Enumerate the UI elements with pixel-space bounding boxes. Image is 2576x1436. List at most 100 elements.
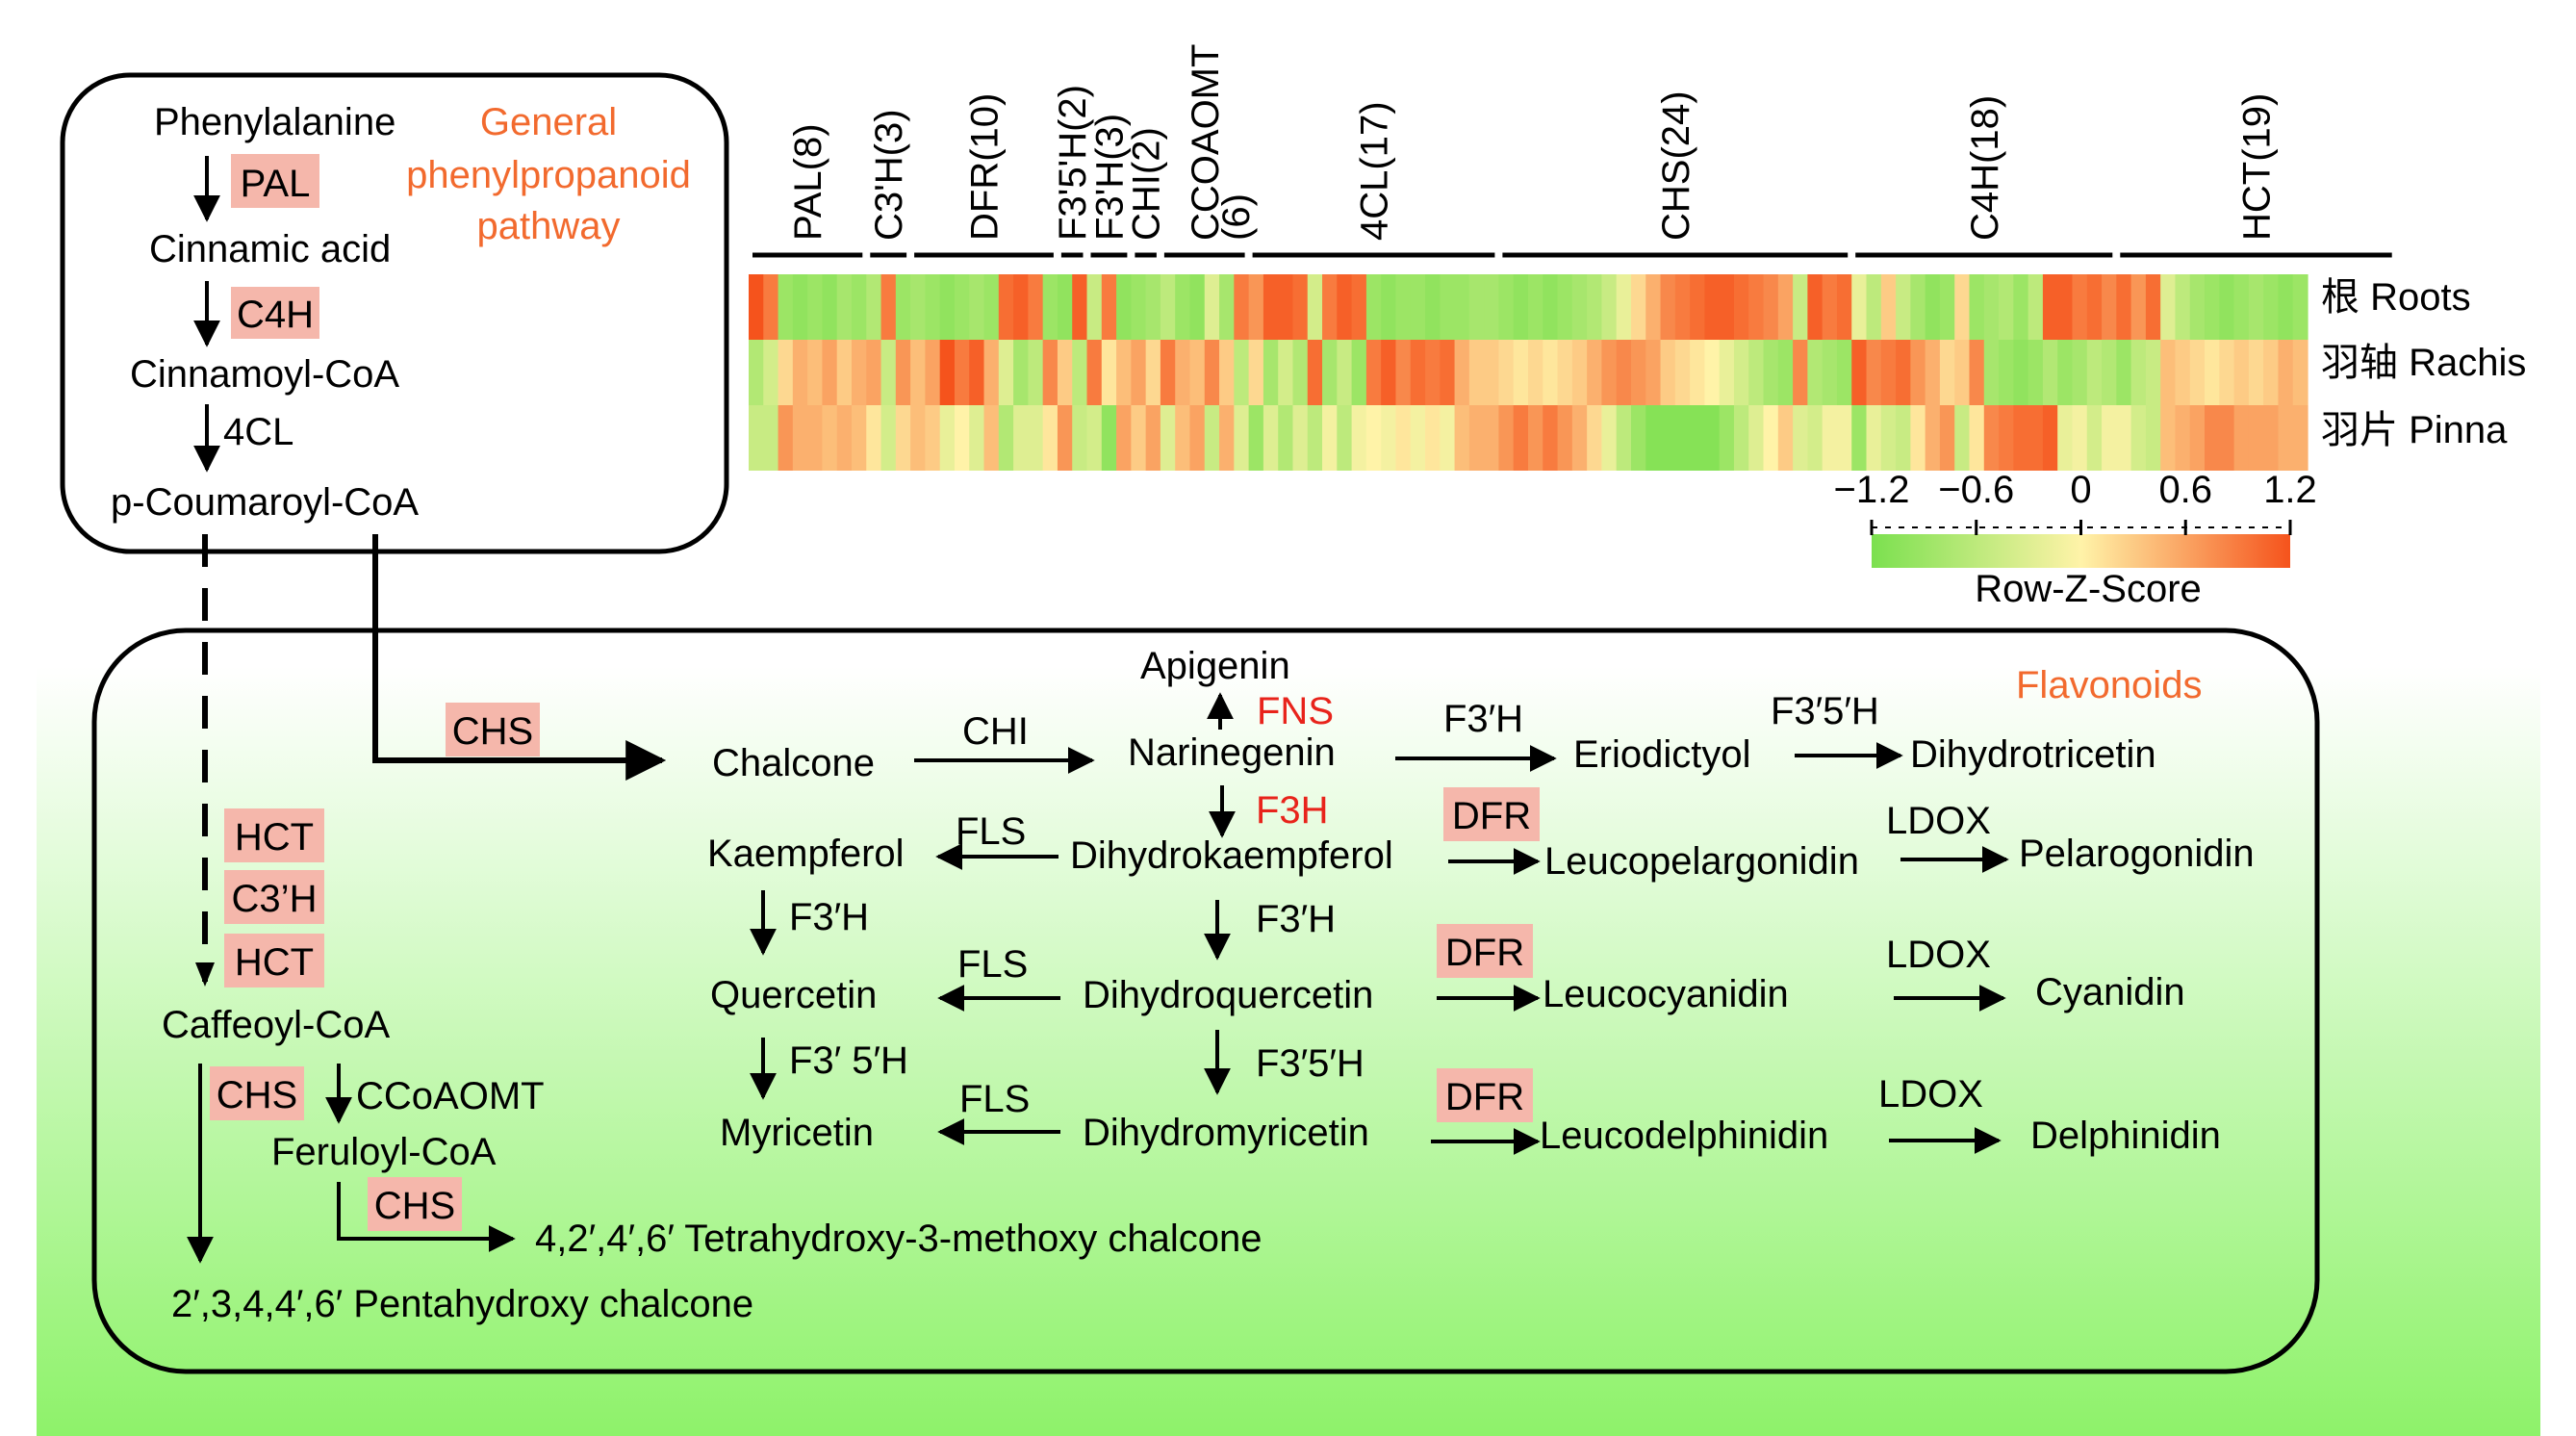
enzyme-dfr1: DFR — [1452, 795, 1531, 837]
heatmap-cell — [1777, 340, 1794, 405]
heatmap-cell — [807, 340, 824, 405]
compound-apigenin: Apigenin — [1140, 645, 1290, 687]
heatmap-cell — [1175, 274, 1191, 340]
enzyme-box-hct2 — [224, 934, 324, 987]
heatmap-group-label: (6) — [1215, 193, 1258, 241]
compound-pentahydroxy-chalcone: 2′,3,4,4′,6′ Pentahydroxy chalcone — [171, 1283, 753, 1325]
heatmap-cell — [2219, 405, 2235, 471]
heatmap-cell — [2072, 340, 2088, 405]
heatmap-cell — [954, 274, 970, 340]
heatmap-cell — [1793, 274, 1808, 340]
heatmap-cell — [1674, 274, 1691, 340]
heatmap-cell — [1571, 405, 1588, 471]
heatmap-cell — [2292, 405, 2308, 471]
heatmap-cell — [1278, 405, 1294, 471]
heatmap-cell — [1395, 340, 1412, 405]
heatmap-cell — [1543, 274, 1559, 340]
enzyme-box-hct1 — [224, 808, 324, 862]
enzyme-ldox1: LDOX — [1886, 800, 1991, 842]
heatmap-cell — [1645, 405, 1662, 471]
heatmap-cell — [1498, 340, 1515, 405]
heatmap-cell — [2145, 274, 2161, 340]
heatmap-cell — [1645, 340, 1662, 405]
heatmap-cell — [1307, 405, 1323, 471]
heatmap-cell — [1939, 274, 1955, 340]
heatmap-cell — [983, 274, 1000, 340]
enzyme-f35h-top: F3′5′H — [1771, 690, 1879, 732]
heatmap-cell — [2028, 274, 2044, 340]
general-title-line1: General — [480, 101, 617, 143]
heatmap-cell — [1557, 405, 1573, 471]
heatmap-group-label: C3'H(3) — [868, 109, 910, 241]
heatmap-cell — [866, 405, 882, 471]
heatmap-cell — [866, 274, 882, 340]
heatmap-cell — [1322, 405, 1338, 471]
enzyme-chs-caffeoyl: CHS — [217, 1074, 297, 1116]
heatmap-cell — [1131, 405, 1147, 471]
compound-cyanidin: Cyanidin — [2035, 971, 2185, 1013]
heatmap-cell — [939, 405, 956, 471]
heatmap-cell — [1337, 340, 1353, 405]
expression-heatmap — [749, 274, 2308, 471]
compound-dihydrotricetin: Dihydrotricetin — [1910, 733, 2156, 776]
heatmap-cell — [1836, 340, 1852, 405]
heatmap-cell — [1219, 340, 1235, 405]
heatmap-cell — [1454, 274, 1470, 340]
heatmap-cell — [1983, 274, 2000, 340]
heatmap-cell — [2205, 274, 2220, 340]
heatmap-cell — [2175, 274, 2191, 340]
heatmap-cell — [2102, 405, 2117, 471]
heatmap-cell — [763, 274, 779, 340]
compound-quercetin: Quercetin — [710, 974, 877, 1016]
heatmap-cell — [2248, 405, 2264, 471]
heatmap-cell — [1145, 405, 1161, 471]
heatmap-cell — [1351, 340, 1367, 405]
heatmap-cell — [1086, 340, 1103, 405]
heatmap-group-label: F3'H(3) — [1088, 114, 1131, 241]
enzyme-f35h-left: F3′ 5′H — [789, 1039, 908, 1082]
heatmap-group-label: CCOAOMT — [1185, 44, 1227, 241]
heatmap-cell — [1748, 274, 1765, 340]
heatmap-cell — [1028, 274, 1044, 340]
heatmap-cell — [2248, 274, 2264, 340]
heatmap-cell — [1587, 340, 1603, 405]
heatmap-cell — [1365, 274, 1382, 340]
heatmap-cell — [1719, 274, 1735, 340]
heatmap-cell — [1733, 340, 1749, 405]
enzyme-fls3: FLS — [959, 1078, 1030, 1120]
heatmap-cell — [998, 405, 1014, 471]
heatmap-cell — [1440, 340, 1456, 405]
heatmap-cell — [1836, 274, 1852, 340]
enzyme-f3h-top: F3′H — [1443, 698, 1523, 740]
heatmap-cell — [880, 274, 897, 340]
heatmap-cell — [1440, 405, 1456, 471]
heatmap-cell — [2219, 274, 2235, 340]
heatmap-cell — [1557, 274, 1573, 340]
heatmap-cell — [1013, 405, 1029, 471]
heatmap-cell — [749, 340, 764, 405]
heatmap-group-label: DFR(10) — [964, 93, 1007, 241]
heatmap-cell — [2175, 405, 2191, 471]
heatmap-cell — [983, 340, 1000, 405]
heatmap-cell — [2130, 274, 2147, 340]
heatmap-cell — [1278, 274, 1294, 340]
heatmap-cell — [925, 405, 941, 471]
heatmap-cell — [1793, 405, 1808, 471]
heatmap-cell — [1690, 405, 1705, 471]
heatmap-cell — [807, 405, 824, 471]
heatmap-cell — [2278, 274, 2294, 340]
heatmap-cell — [1425, 340, 1441, 405]
heatmap-cell — [822, 405, 838, 471]
enzyme-box-pal — [231, 154, 319, 208]
heatmap-cell — [1468, 274, 1485, 340]
heatmap-cell — [2072, 274, 2088, 340]
heatmap-cell — [1616, 274, 1632, 340]
heatmap-cell — [2219, 340, 2235, 405]
heatmap-cell — [1528, 340, 1543, 405]
heatmap-cell — [1072, 340, 1088, 405]
heatmap-cell — [1630, 274, 1646, 340]
compound-chalcone: Chalcone — [712, 742, 875, 784]
heatmap-cell — [910, 405, 926, 471]
heatmap-cell — [1733, 405, 1749, 471]
heatmap-cell — [2175, 340, 2191, 405]
